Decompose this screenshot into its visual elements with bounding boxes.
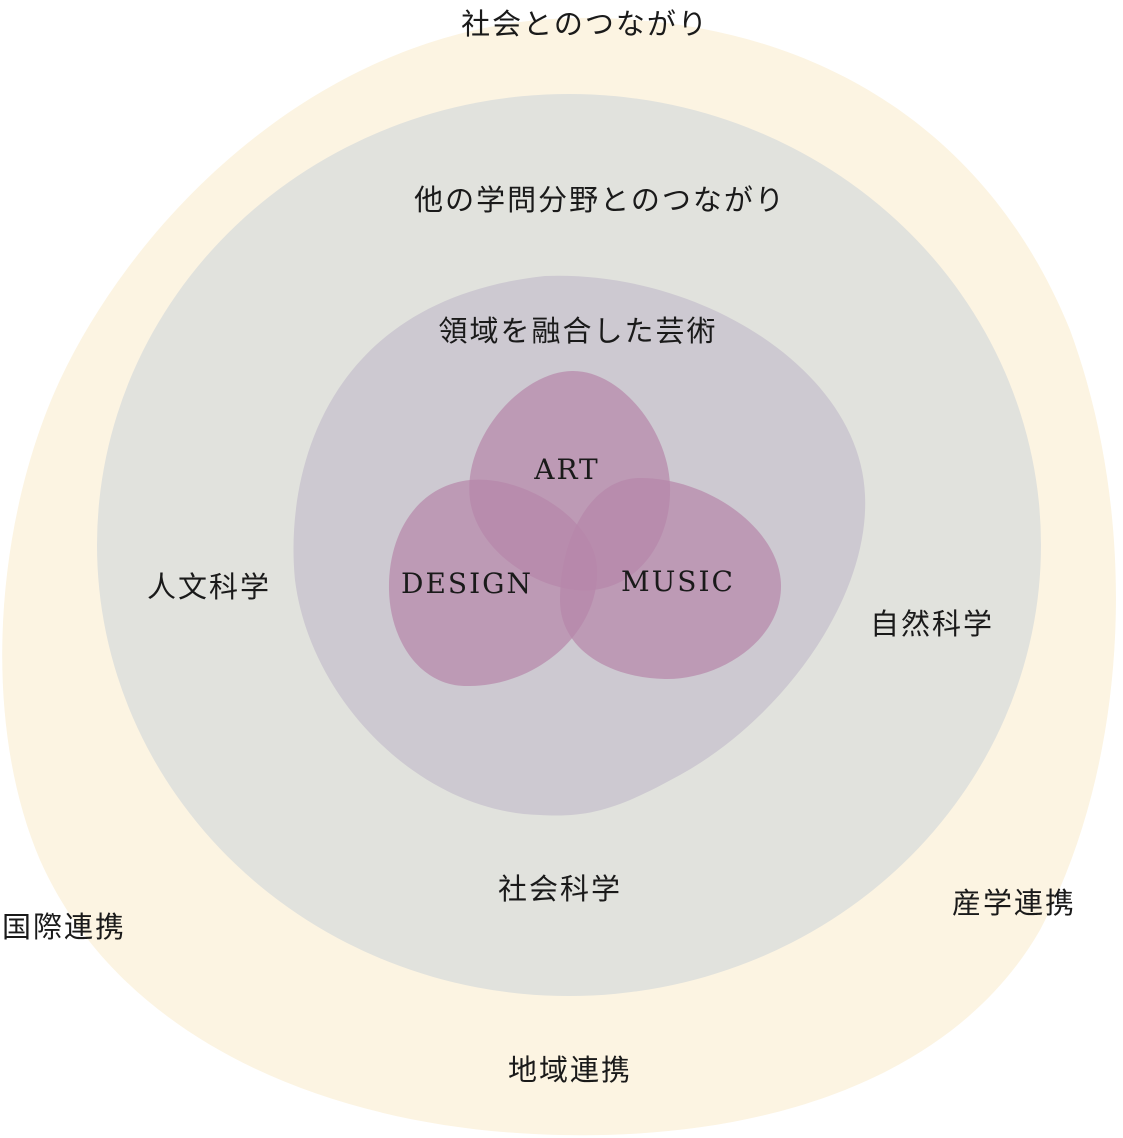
- society-item-industry: 産学連携: [952, 886, 1076, 920]
- discipline-social-sciences: 社会科学: [498, 872, 622, 906]
- society-title: 社会とのつながり: [461, 7, 709, 41]
- society-item-regional: 地域連携: [508, 1053, 632, 1087]
- discipline-humanities: 人文科学: [147, 570, 271, 604]
- society-item-international: 国際連携: [2, 910, 126, 944]
- discipline-natural-sciences: 自然科学: [870, 607, 994, 641]
- core-label-design: DESIGN: [401, 567, 533, 600]
- fusion-title: 領域を融合した芸術: [438, 314, 717, 348]
- design-blob: [388, 479, 598, 687]
- music-blob: [560, 478, 782, 680]
- core-label-music: MUSIC: [621, 565, 735, 598]
- core-label-art: ART: [533, 453, 600, 486]
- disciplines-title: 他の学問分野とのつながり: [414, 183, 786, 217]
